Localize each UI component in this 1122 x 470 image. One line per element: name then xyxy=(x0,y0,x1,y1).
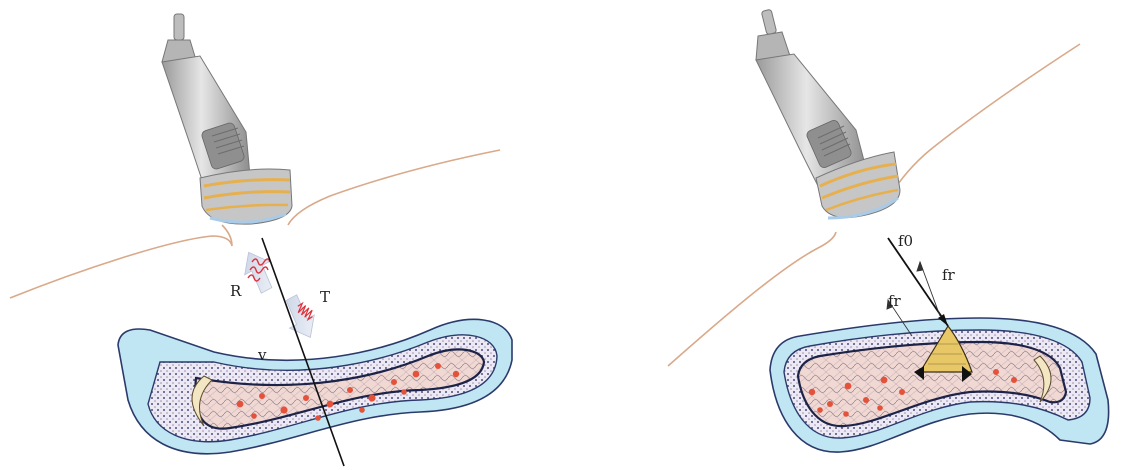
label-transmitted: T xyxy=(320,288,330,306)
ultrasound-probe-left xyxy=(162,14,292,224)
left-panel: R T v xyxy=(10,14,512,466)
blood-vessel-right xyxy=(770,318,1109,452)
label-received-frequency-upper: fr xyxy=(942,266,956,284)
label-velocity: v xyxy=(257,346,267,364)
skin-line-left xyxy=(10,225,232,298)
skin-line-right xyxy=(288,150,500,225)
label-received-frequency-lower: fr xyxy=(888,292,902,310)
right-panel: f0 fr fr xyxy=(668,9,1109,452)
label-reflected: R xyxy=(230,282,242,300)
label-emitted-frequency: f0 xyxy=(898,232,913,250)
ultrasound-probe-right xyxy=(756,9,900,218)
skin-line-right-r xyxy=(890,44,1080,196)
